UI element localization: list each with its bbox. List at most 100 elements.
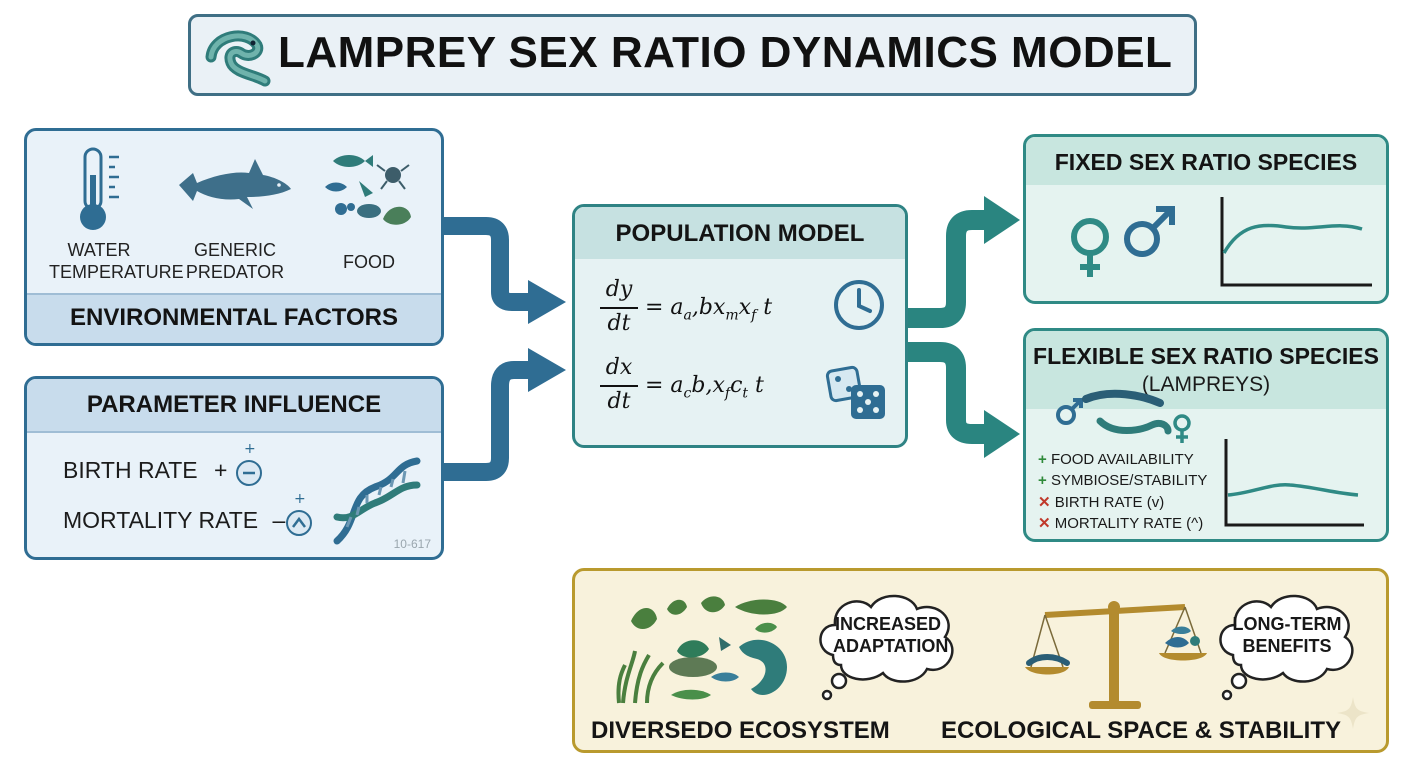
- flexible-ratio-graph: [1224, 439, 1364, 527]
- plus-icon: +: [1038, 451, 1047, 468]
- mortality-rate-row: MORTALITY RATE –: [63, 507, 285, 534]
- birth-rate-sign: +: [214, 457, 228, 483]
- cross-icon: ✕: [1038, 494, 1051, 511]
- eq2-sub-t: t: [742, 385, 749, 402]
- eq1-sub-a: a: [683, 307, 692, 324]
- env-factor-water-temperature: WATER TEMPERATURE: [49, 239, 184, 283]
- eq1-fraction-bar: [600, 307, 638, 309]
- birth-rate-label: BIRTH RATE: [63, 457, 198, 483]
- environmental-factors-heading: ENVIRONMENTAL FACTORS: [69, 304, 399, 331]
- fixed-sex-ratio-header: FIXED SEX RATIO SPECIES: [1026, 137, 1386, 185]
- population-model-heading: POPULATION MODEL: [615, 220, 865, 247]
- flex-item-food: + FOOD AVAILABILITY: [1038, 451, 1194, 468]
- flexible-arrow-head: [984, 410, 1020, 458]
- env-factor-generic-predator: GENERIC PREDATOR: [185, 239, 285, 283]
- environmental-factors-panel: WATER TEMPERATURE GENERIC PREDATOR FOOD …: [24, 128, 444, 346]
- parameter-influence-heading: PARAMETER INFLUENCE: [86, 391, 382, 418]
- env-factor-label: GENERIC: [193, 240, 276, 260]
- parameter-influence-header: PARAMETER INFLUENCE: [27, 379, 441, 433]
- parameter-influence-panel: PARAMETER INFLUENCE BIRTH RATE + + MORTA…: [24, 376, 444, 560]
- eq1-rhs: = aa,bxmxf t: [645, 295, 772, 323]
- mortality-rate-adjust-icon: +: [286, 491, 312, 536]
- eq1-rhs-a: = a: [645, 295, 684, 320]
- env-factor-label: TEMPERATURE: [49, 262, 184, 282]
- food-organisms-icon: [325, 155, 411, 225]
- fixed-ratio-graph: [1220, 197, 1372, 287]
- male-symbol-icon: [1124, 206, 1175, 257]
- fixed-sex-ratio-heading: FIXED SEX RATIO SPECIES: [1054, 149, 1358, 175]
- title-banner: [188, 14, 1197, 96]
- lamprey-pair-icon: [1056, 389, 1191, 443]
- cloud-right-line: BENEFITS: [1242, 636, 1332, 656]
- env-factor-food: FOOD: [319, 251, 419, 273]
- eq2-rhs-c: c: [730, 373, 743, 398]
- flex-item-text: FOOD AVAILABILITY: [1050, 451, 1194, 468]
- flexible-sex-ratio-panel: FLEXIBLE SEX RATIO SPECIES (LAMPREYS) + …: [1023, 328, 1389, 542]
- lamprey-logo-icon: [205, 30, 271, 87]
- birth-rate-row: BIRTH RATE +: [63, 457, 227, 484]
- diverse-ecosystem-illustration: [616, 596, 787, 704]
- model-to-fixed-connector: [908, 210, 986, 328]
- eq2-sub-c: c: [683, 385, 692, 402]
- eq1-denominator: dt: [607, 311, 631, 336]
- eq2-rhs-t: t: [748, 373, 764, 398]
- eq1-sub-m: m: [725, 307, 739, 324]
- eq1-sub-f: f: [751, 307, 757, 324]
- flex-item-text: MORTALITY RATE (^): [1054, 515, 1204, 532]
- eq1-rhs-t: t: [756, 295, 773, 320]
- flex-item-text: BIRTH RATE (v): [1054, 494, 1165, 511]
- shark-icon: [179, 159, 291, 209]
- thermometer-icon: [80, 147, 119, 230]
- sparkle-icon: [1337, 697, 1369, 729]
- env-to-model-connector: [444, 217, 530, 311]
- cloud-left-text: INCREASED ADAPTATION: [833, 613, 949, 657]
- thought-cloud-right: [1219, 594, 1354, 701]
- svg-text:+: +: [294, 491, 306, 507]
- eq2-sub-f: f: [724, 385, 731, 402]
- flex-item-birth-rate: ✕ BIRTH RATE (v): [1038, 493, 1164, 511]
- svg-text:+: +: [244, 441, 256, 457]
- eq2-denominator: dt: [607, 389, 631, 414]
- flexible-sex-ratio-subheading: (LAMPREYS): [1141, 373, 1271, 396]
- dice-icon: [825, 365, 885, 419]
- flexible-sex-ratio-heading: FLEXIBLE SEX RATIO SPECIES: [1033, 343, 1379, 369]
- plus-icon: +: [1038, 472, 1047, 489]
- cloud-left-line: INCREASED: [834, 614, 941, 634]
- eq2-rhs: = acb,xfct t: [645, 373, 764, 401]
- model-to-flexible-connector: [908, 342, 986, 444]
- id-code: 10-617: [393, 537, 431, 551]
- eq2-rhs-a: = a: [645, 373, 684, 398]
- population-model-panel: POPULATION MODEL dy dt = aa,bxmxf t dx d…: [572, 204, 908, 448]
- cross-icon: ✕: [1038, 515, 1051, 532]
- ecosystem-caption-left: DIVERSEDO ECOSYSTEM: [591, 717, 890, 744]
- balance-scale-icon: [1025, 601, 1207, 709]
- eq2-numerator: dx: [605, 355, 633, 380]
- birth-rate-adjust-icon: +: [236, 441, 262, 486]
- ecosystem-caption-right: ECOLOGICAL SPACE & STABILITY: [941, 717, 1342, 744]
- eq1-rhs-bx: ,bx: [691, 295, 726, 320]
- mortality-rate-label: MORTALITY RATE: [63, 507, 259, 533]
- eq1-rhs-x: x: [738, 295, 752, 320]
- population-model-header: POPULATION MODEL: [575, 207, 905, 259]
- cloud-right-line: LONG-TERM: [1232, 614, 1342, 634]
- ecosystem-panel: INCREASED ADAPTATION LONG-TERM BENEFITS …: [572, 568, 1389, 753]
- flex-item-text: SYMBIOSE/STABILITY: [1050, 472, 1208, 489]
- cloud-left-line: ADAPTATION: [833, 636, 949, 656]
- page-title: LAMPREY SEX RATIO DYNAMICS MODEL: [278, 28, 1173, 77]
- eq2-rhs-bx: b,x: [691, 373, 725, 398]
- fixed-arrow-head: [984, 196, 1020, 244]
- thought-cloud-left: [819, 594, 954, 701]
- env-factor-label: PREDATOR: [185, 262, 285, 282]
- environmental-factors-footer: ENVIRONMENTAL FACTORS: [27, 293, 441, 343]
- fixed-sex-ratio-panel: FIXED SEX RATIO SPECIES: [1023, 134, 1389, 304]
- eq2-fraction-bar: [600, 385, 638, 387]
- female-symbol-icon: [1071, 218, 1109, 277]
- env-factor-label: WATER: [67, 240, 131, 260]
- flex-item-mortality-rate: ✕ MORTALITY RATE (^): [1038, 514, 1203, 532]
- flex-item-symbiose: + SYMBIOSE/STABILITY: [1038, 472, 1207, 489]
- env-arrow-head: [528, 280, 566, 324]
- cloud-right-text: LONG-TERM BENEFITS: [1231, 613, 1343, 657]
- param-to-model-connector: [444, 361, 530, 481]
- clock-icon: [834, 280, 884, 330]
- eq1-numerator: dy: [605, 277, 633, 302]
